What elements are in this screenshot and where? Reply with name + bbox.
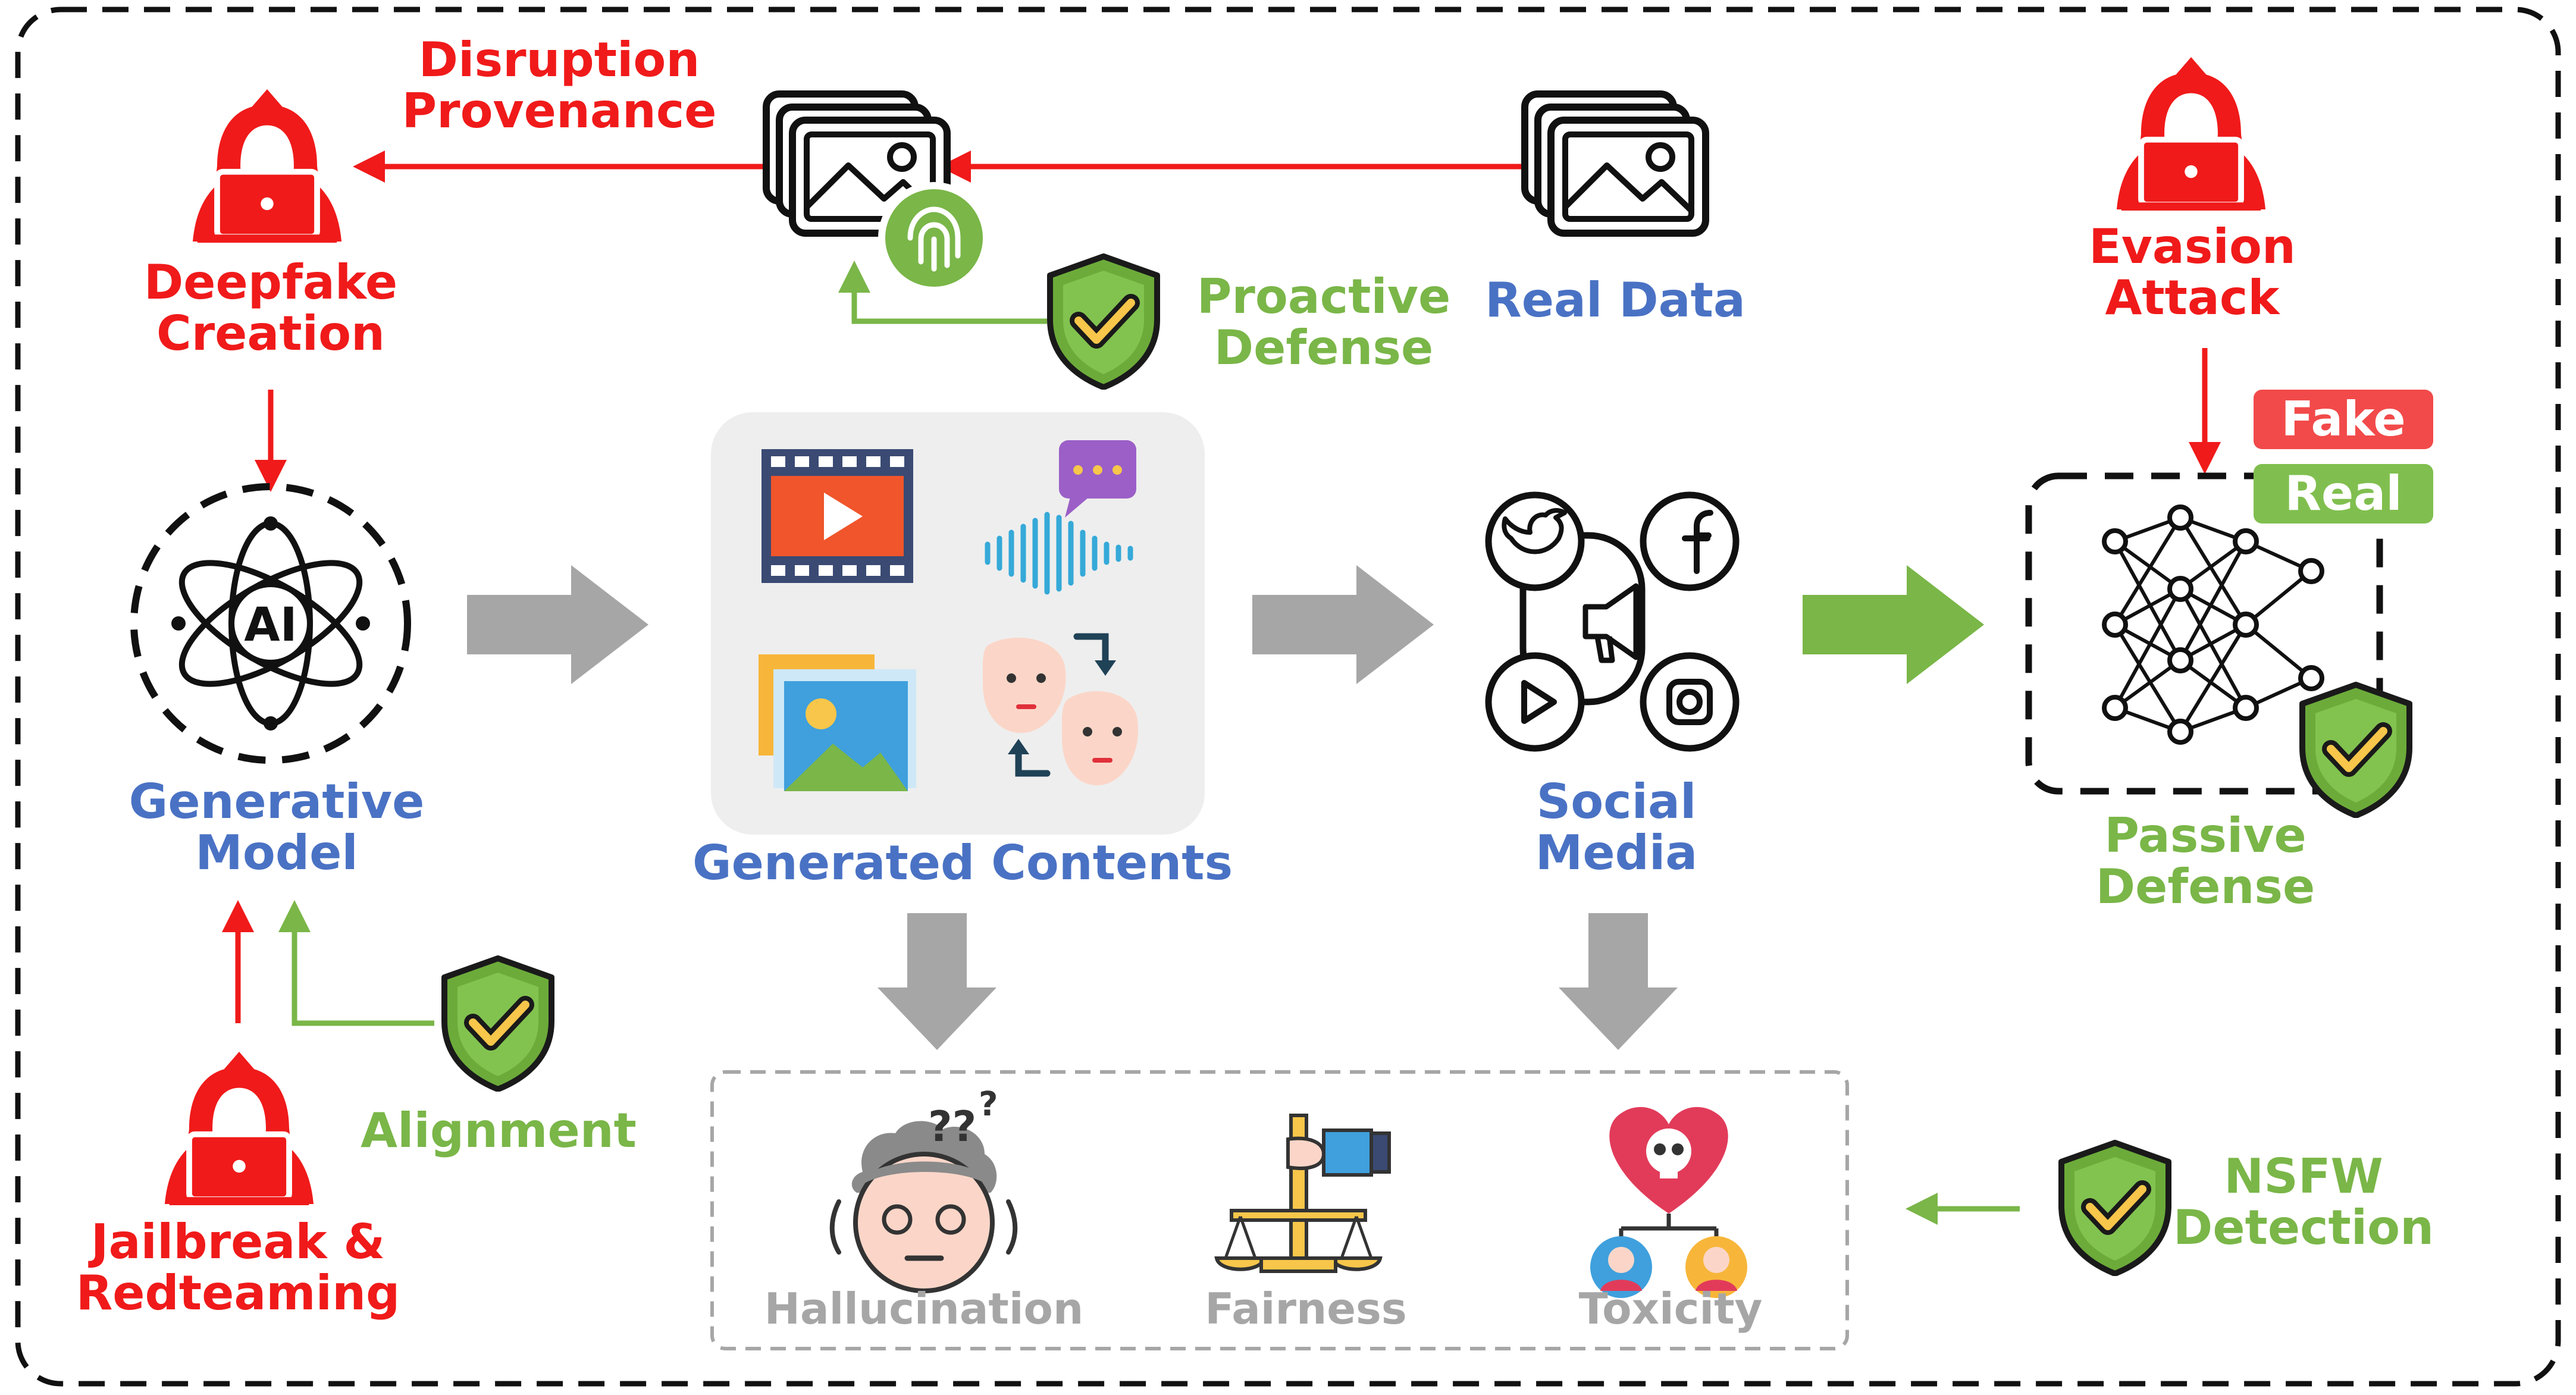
proactive-arrow xyxy=(838,261,1047,324)
down-arrow-2 xyxy=(1559,913,1678,1050)
alignment-label: Alignment xyxy=(361,1103,637,1158)
chat-bubble-icon xyxy=(1059,440,1136,518)
scales-icon xyxy=(1214,1114,1391,1273)
skull-heart-icon xyxy=(1609,1106,1728,1240)
toxicity-label: Toxicity xyxy=(1578,1284,1763,1334)
avatar-icon xyxy=(1685,1236,1747,1298)
risk-panel xyxy=(710,1070,1849,1350)
social-media-icon xyxy=(1485,491,1740,752)
alignment-arrow xyxy=(278,900,434,1026)
flow-arrow-3 xyxy=(1803,565,1984,684)
confused-face-icon xyxy=(829,1121,1018,1293)
facebook-icon xyxy=(1682,510,1713,574)
neural-network-icon xyxy=(2102,504,2324,745)
megaphone-icon xyxy=(1582,583,1639,663)
question-mark: ? xyxy=(979,1085,998,1124)
twitter-icon xyxy=(1502,508,1567,554)
play-icon xyxy=(1521,680,1557,724)
audio-wave-icon xyxy=(985,512,1133,595)
generated-contents-label: Generated Contents xyxy=(692,835,1233,891)
avatar-icon xyxy=(1590,1236,1652,1298)
down-arrow-1 xyxy=(878,913,996,1050)
outer-border xyxy=(15,7,2561,1387)
instagram-icon xyxy=(1666,679,1713,725)
ai-atom-icon xyxy=(130,483,411,764)
jailbreak-label: Jailbreak &Redteaming xyxy=(76,1214,400,1321)
face-swap-icon xyxy=(982,633,1139,786)
photo-icon xyxy=(759,654,916,791)
fingerprint-icon xyxy=(878,182,990,294)
flow-arrow-2 xyxy=(1252,565,1434,684)
real-data-label: Real Data xyxy=(1485,272,1745,328)
flow-arrow-1 xyxy=(467,565,648,684)
video-icon xyxy=(761,449,913,583)
fairness-label: Fairness xyxy=(1205,1284,1407,1334)
ai-text: AI xyxy=(244,598,297,652)
real-tag: Real xyxy=(2254,464,2433,523)
detector-box xyxy=(2025,472,2383,795)
hallucination-label: Hallucination xyxy=(764,1284,1084,1334)
question-marks: ?? xyxy=(928,1102,976,1151)
fake-tag: Fake xyxy=(2254,390,2433,449)
